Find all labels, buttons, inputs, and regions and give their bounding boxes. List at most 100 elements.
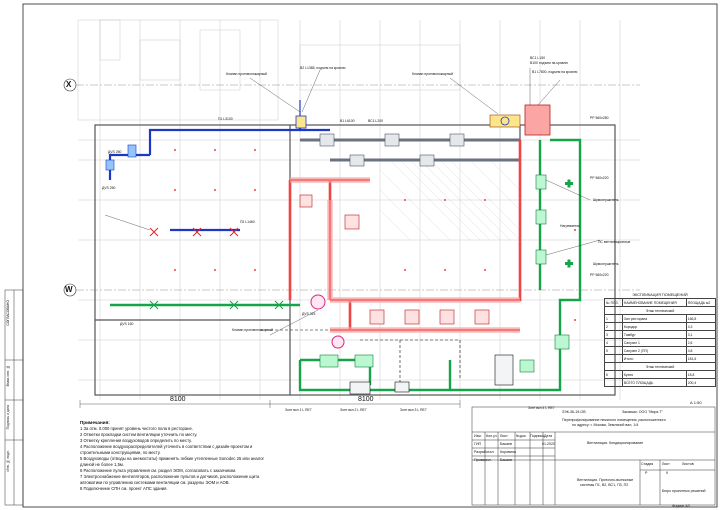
legend-row: 1 Зал ресторана 166,8 [604, 314, 717, 323]
legend-cell: 4,8 [685, 346, 717, 355]
role-developer: Разработал [474, 450, 494, 454]
format-label: Формат А3 [672, 504, 690, 508]
green-units [319, 174, 570, 373]
legend-row: 5 Санузел 2 (ПП) 4,8 [604, 346, 717, 355]
name-developer: Коровина [500, 450, 516, 454]
legend-cell: 3 [604, 330, 623, 339]
col-izm: Изм. [474, 434, 482, 438]
legend-row: Итого: 181,6 [604, 354, 717, 363]
section-name: Вентиляция. Кондиционирование [587, 441, 644, 445]
legend-cell: 200,4 [685, 378, 717, 387]
side-vzam: Взам. инв. № [6, 365, 10, 387]
legend-col: № ПОЗ. [604, 298, 623, 307]
callout-vc1: ВС1 L150 [530, 56, 545, 60]
legend-row: 6 Кухня 18,8 [604, 370, 717, 379]
role-gip: ГИП [474, 442, 482, 446]
col-date: Дата [544, 434, 552, 438]
dimension-right: 8100 [358, 396, 374, 403]
callout-pp-low: РР 560x220 [590, 273, 609, 277]
legend-title: ЭКСПЛИКАЦИЯ ПОМЕЩЕНИЙ [632, 293, 688, 297]
legend-cell: Тамбур [621, 330, 687, 339]
axis-markers [63, 78, 640, 297]
legend-cell: Кухня [621, 370, 687, 379]
legend-row: ВСЕГО ПЛОЩАДЬ 200,4 [604, 378, 717, 387]
green-dampers [149, 300, 284, 310]
legend-section: Этаж технический [604, 362, 716, 371]
note-item: автоматики по управлению системами венти… [80, 480, 230, 485]
note-item: 2 Отметки прокладки систем вентиляции ут… [80, 432, 198, 437]
callout-pc-unit: ПС вентиляционные [598, 240, 631, 244]
note-item: 1 За отм. 0.000 принят уровень чистого п… [80, 426, 193, 431]
callout-sleeve-2: Зонт вкл 2 L RЕ7 [340, 408, 367, 412]
dimension-left: 8100 [170, 396, 186, 403]
legend-cell: 166,8 [685, 314, 717, 323]
col-sign: Подпись [530, 434, 545, 438]
stage-header: Стадия [641, 462, 654, 466]
sheet-header: Лист [662, 462, 670, 466]
legend-col: НАИМЕНОВАНИЕ ПОМЕЩЕНИЯ [621, 298, 687, 307]
legend-section-row: Этаж технический [604, 306, 716, 315]
role-checker: Проверил [474, 458, 491, 462]
legend-cell: Зал ресторана [621, 314, 687, 323]
callout-v2-branch: В2 L1385, подъем на кровлю [300, 66, 346, 70]
stage-value: Р [645, 471, 648, 475]
callout-sleeve-4: Зонт вкл 4 L RЕ7 [528, 406, 555, 410]
callout-shaft-1: Шумоглушитель [593, 198, 619, 202]
legend-header-row: № ПОЗ. НАИМЕНОВАНИЕ ПОМЕЩЕНИЯ ПЛОЩАДЬ м2 [604, 298, 717, 307]
callout-vc1-left: ВС1 L200 [368, 119, 383, 123]
title-block: ЗЭК-36-19-ОВ Заказчик: ООО "Мира Т" Пере… [472, 407, 715, 505]
legend-cell: 1 [604, 314, 623, 323]
hatched-zone [379, 159, 521, 241]
notes-title: Примечания: [80, 420, 110, 425]
side-stamp-frame [4, 289, 24, 506]
leader-lines [104, 68, 601, 336]
legend-section-row: Этаж технический [604, 362, 716, 371]
legend-cell: 4 [604, 338, 623, 347]
callout-vc1-note: В100 подъем на кровлю [530, 61, 568, 65]
red-duct-outline [290, 177, 520, 333]
title-block-lines [471, 406, 716, 506]
legend-cell: 18,8 [685, 370, 717, 379]
sheets-header: Листов [682, 462, 694, 466]
legend-table: № ПОЗ. НАИМЕНОВАНИЕ ПОМЕЩЕНИЯ ПЛОЩАДЬ м2… [604, 298, 717, 387]
callout-damper: Клапан противопожарный [232, 328, 273, 332]
blue-fan-unit [295, 115, 307, 129]
note-item: 8 Подключение СПН см. проект АПС здания. [80, 486, 168, 491]
col-kuch: Кол.уч [486, 434, 497, 438]
callout-duct-3: ДVS 160 [120, 322, 134, 326]
scale-marker: А 1:50 [690, 400, 702, 405]
legend-cell: 4,3 [685, 322, 717, 331]
name-gip: Бакаев [500, 442, 512, 446]
legend-cell: Санузел 1 [621, 338, 687, 347]
side-inv-podl: Инв. № подл. [6, 450, 10, 472]
sheet-frame [22, 3, 718, 508]
sheet-title-2: системы П1, В2, ВС1, П3, П2 [580, 483, 629, 487]
note-item: строительными конструкциями, по месту. [80, 450, 161, 455]
callout-v1-branch: В1 L7800, подъем на кровлю [532, 70, 578, 74]
callout-heater: Нагреватель [560, 224, 580, 228]
general-notes: Примечания: 1 За отм. 0.000 принят урове… [80, 420, 460, 492]
callout-p1: П1 L3100 [218, 117, 233, 121]
reference-dots [174, 149, 576, 321]
callout-duct-4: ДVS 315 [302, 312, 316, 316]
legend-cell: 181,6 [685, 354, 717, 363]
callout-p2: П2 L1460 [240, 220, 255, 224]
callout-duct-1: ДVS 250 [108, 150, 122, 154]
legend-row: 3 Тамбур 3,1 [604, 330, 717, 339]
side-agreed: СОГЛАСОВАНО [6, 300, 10, 326]
legend-cell [604, 354, 623, 363]
red-round-diffuser [310, 294, 326, 310]
legend-cell: ВСЕГО ПЛОЩАДЬ [621, 378, 687, 387]
customer: Заказчик: ООО "Мира Т" [622, 410, 663, 414]
legend-cell: 2 [604, 322, 623, 331]
legend-cell: 6 [604, 370, 623, 379]
col-doc: №док. [516, 434, 527, 438]
blue-grille-2 [105, 159, 115, 171]
side-podp-date: Подпись и дата [6, 405, 10, 430]
dimension-line [79, 400, 461, 408]
object-line-1: Перепрофилирование нежилого помещения, р… [562, 418, 666, 422]
callout-duct-2: ДVS 250 [102, 186, 116, 190]
legend-col: ПЛОЩАДЬ м2 [685, 298, 717, 307]
legend-cell [604, 378, 623, 387]
name-checker: Бакаев [500, 458, 512, 462]
